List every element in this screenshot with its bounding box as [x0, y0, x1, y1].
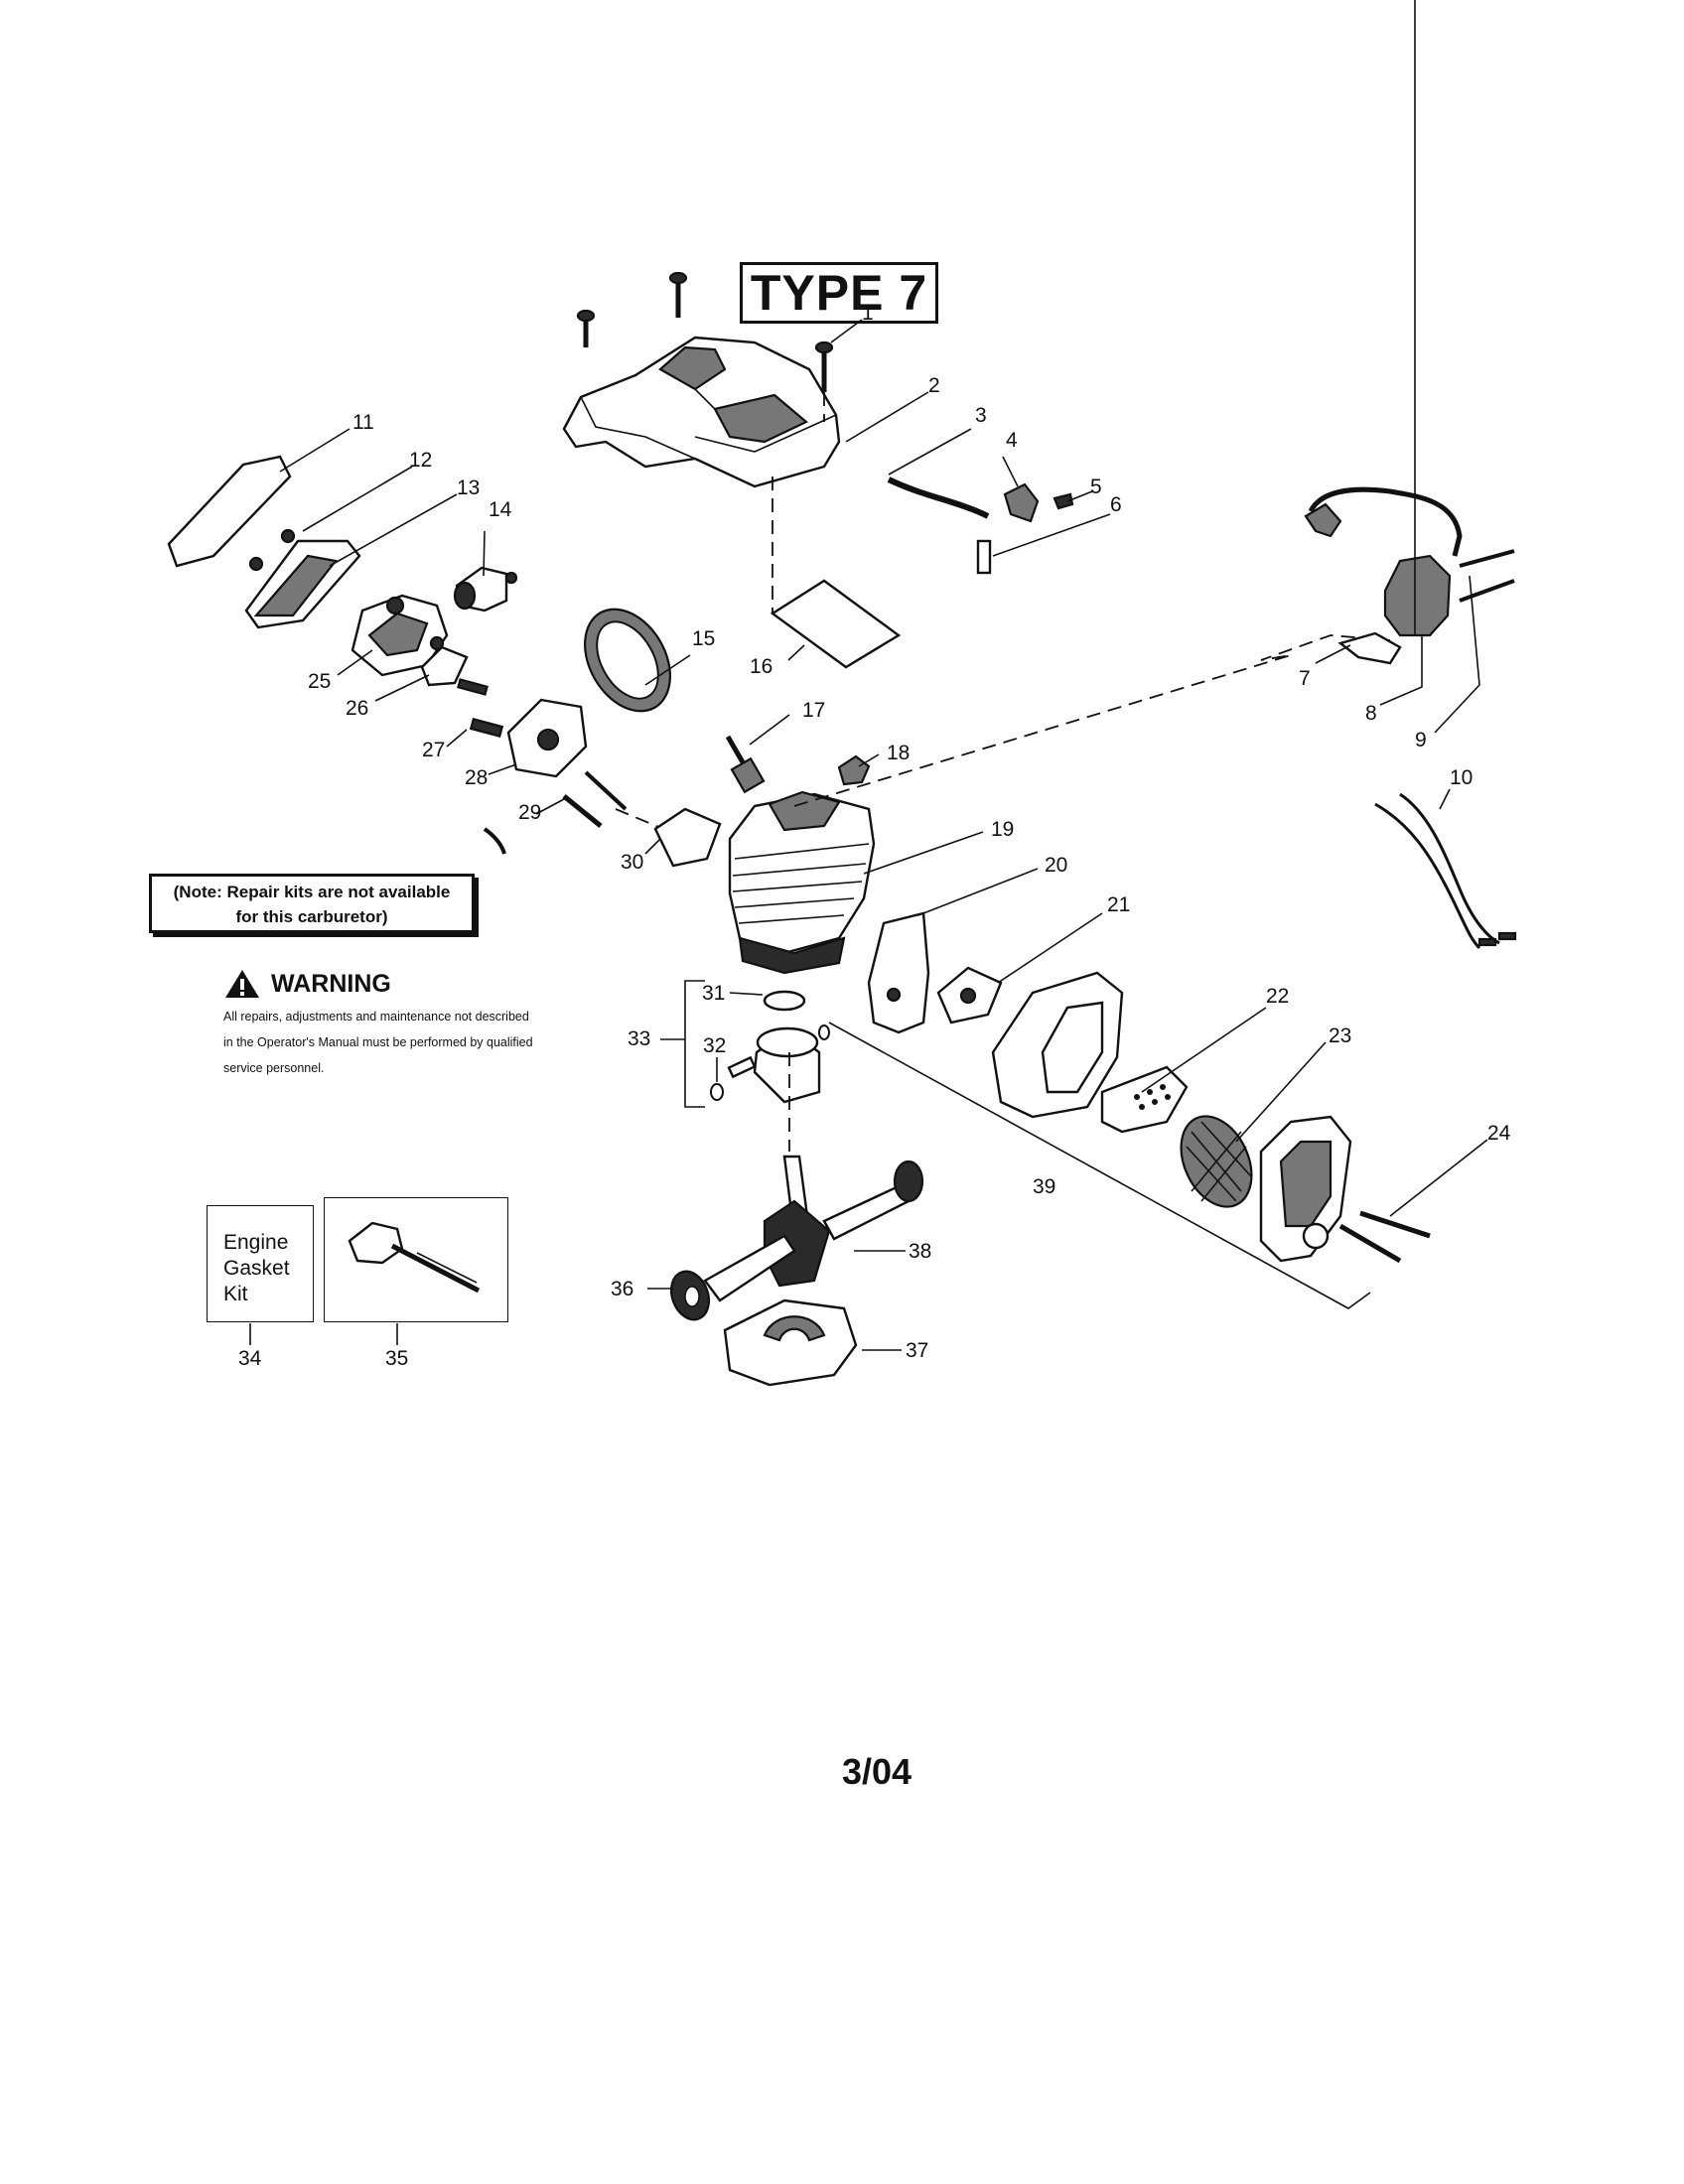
kit-line-1: Engine: [223, 1231, 289, 1254]
callout-27: 27: [422, 739, 445, 761]
callout-21: 21: [1107, 893, 1130, 916]
tool-illustration: [348, 1221, 481, 1294]
callout-1: 1: [862, 302, 874, 325]
callout-numbers: 1 2 3 4 5 6 7 8 9 10 11 12 13 14 15 16 1…: [238, 302, 1511, 1370]
callout-24: 24: [1487, 1122, 1511, 1145]
vent-valve: [976, 482, 1074, 575]
clip: [483, 827, 506, 855]
warning-title: WARNING: [271, 969, 391, 998]
warning-block: WARNING All repairs, adjustments and mai…: [223, 968, 551, 1081]
callout-5: 5: [1090, 476, 1102, 498]
callout-36: 36: [611, 1278, 633, 1300]
callout-11: 11: [352, 411, 374, 434]
kit-line-3: Kit: [223, 1283, 248, 1305]
callout-22: 22: [1266, 985, 1289, 1008]
carburetor: [351, 594, 449, 677]
revision-date: 3/04: [842, 1751, 912, 1792]
callout-16: 16: [750, 655, 772, 678]
screw-1: [576, 271, 834, 422]
intake-ring: [584, 608, 671, 713]
callout-29: 29: [518, 801, 541, 824]
callout-28: 28: [465, 766, 488, 789]
kit-line-2: Gasket: [223, 1257, 290, 1280]
repair-note-line-2: for this carburetor): [235, 907, 388, 926]
callout-33: 33: [628, 1027, 650, 1050]
crankshaft: [703, 1155, 924, 1302]
callout-4: 4: [1006, 429, 1018, 452]
leader-lines: [249, 0, 1488, 1351]
spark-plug: [725, 735, 871, 794]
type-label: TYPE 7: [740, 262, 938, 324]
callout-30: 30: [621, 851, 643, 874]
callout-34: 34: [238, 1347, 262, 1370]
callout-23: 23: [1329, 1024, 1351, 1047]
tool-box: [324, 1197, 508, 1322]
callout-35: 35: [385, 1347, 408, 1370]
engine-gasket-kit-box: Engine Gasket Kit: [207, 1205, 314, 1322]
callout-39: 39: [1033, 1175, 1055, 1198]
carb-bracket: [244, 528, 361, 629]
callout-12: 12: [409, 449, 432, 472]
callout-31: 31: [702, 982, 725, 1005]
repair-note: (Note: Repair kits are not available for…: [149, 874, 475, 933]
warning-triangle-icon: [225, 970, 259, 998]
air-filter-cover: [167, 455, 292, 568]
callout-13: 13: [457, 477, 480, 499]
piston-kit-bracket: [684, 980, 830, 1152]
callout-19: 19: [991, 818, 1014, 841]
callout-17: 17: [802, 699, 825, 722]
callout-14: 14: [489, 498, 512, 521]
callout-18: 18: [887, 742, 910, 764]
fuel-line: [887, 477, 990, 519]
callout-9: 9: [1415, 729, 1427, 751]
intake-boot: [453, 566, 518, 613]
callout-32: 32: [703, 1034, 726, 1057]
callout-6: 6: [1110, 493, 1122, 516]
crank-bearing: [669, 1270, 711, 1321]
callout-8: 8: [1365, 702, 1377, 725]
callout-2: 2: [928, 374, 940, 397]
warning-text: All repairs, adjustments and maintenance…: [223, 1010, 533, 1075]
callout-10: 10: [1450, 766, 1473, 789]
adaptor-flange: [457, 678, 722, 868]
crankcase: [723, 1298, 858, 1387]
decal: [770, 579, 902, 669]
callout-38: 38: [909, 1240, 931, 1263]
callout-7: 7: [1299, 667, 1311, 690]
wire-harness: [1374, 792, 1517, 950]
callout-20: 20: [1045, 854, 1067, 877]
cylinder: [728, 790, 876, 975]
muffler-assembly: [867, 911, 1431, 1264]
callout-26: 26: [346, 697, 368, 720]
repair-note-line-1: (Note: Repair kits are not available: [173, 883, 451, 901]
ignition-module: [1304, 486, 1515, 665]
callout-3: 3: [975, 404, 987, 427]
callout-37: 37: [906, 1339, 928, 1362]
carb-gasket: [420, 645, 469, 687]
callout-15: 15: [692, 627, 715, 650]
top-cover: [562, 336, 841, 488]
callout-25: 25: [308, 670, 331, 693]
